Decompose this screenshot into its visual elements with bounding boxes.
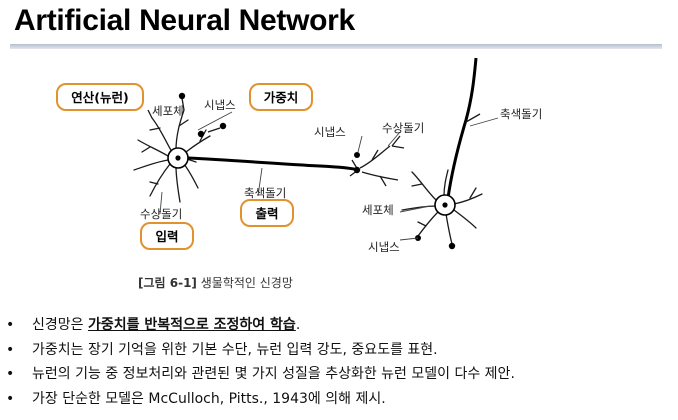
box-compute-label: 연산(뉴런) bbox=[71, 90, 128, 105]
box-output-frame bbox=[240, 199, 294, 227]
label-synapse-right: 시냅스 bbox=[368, 240, 400, 254]
label-dendrite-right: 수상돌기 bbox=[382, 121, 424, 135]
bullet-text: 가중치는 장기 기억을 위한 기본 수단, 뉴런 입력 강도, 중요도를 표현. bbox=[32, 341, 438, 358]
bullet-text: 뉴런의 기능 중 정보처리와 관련된 몇 가지 성질을 추상화한 뉴런 모델이 … bbox=[32, 366, 515, 382]
figure-caption: [그림 6-1] 생물학적인 신경망 bbox=[138, 274, 293, 291]
axon-right bbox=[446, 57, 478, 199]
bullet-item: 신경망은 가중치를 반복적으로 조정하여 학습. bbox=[6, 313, 515, 338]
right-dendrites bbox=[401, 169, 483, 245]
title-underline bbox=[10, 44, 662, 49]
right-synapse-terminal bbox=[448, 242, 456, 250]
bullet-list: 신경망은 가중치를 반복적으로 조정하여 학습. 가중치는 장기 기억을 위한 … bbox=[6, 313, 515, 411]
left-dendrites bbox=[133, 109, 211, 203]
label-synapse-mid: 시냅스 bbox=[314, 125, 346, 139]
label-axon-right: 축색돌기 bbox=[500, 107, 542, 121]
label-cell-body-right: 세포체 bbox=[362, 203, 394, 217]
box-input-frame bbox=[140, 222, 194, 250]
box-compute-frame bbox=[56, 83, 144, 111]
middle-dendrites bbox=[349, 135, 405, 187]
page-title: Artificial Neural Network bbox=[14, 4, 355, 37]
right-nucleus bbox=[442, 202, 448, 208]
figure-caption-text: 생물학적인 신경망 bbox=[196, 276, 293, 290]
bullet-text-end: . bbox=[295, 317, 301, 333]
box-weight-frame bbox=[249, 83, 313, 111]
left-synapse-terminals bbox=[147, 92, 227, 138]
box-input-label: 입력 bbox=[155, 229, 178, 244]
middle-synapse-terminal bbox=[354, 152, 360, 158]
label-dendrite-left: 수상돌기 bbox=[140, 207, 182, 221]
neuron-diagram: 연산(뉴런) 가중치 출력 입력 세포체 시냅스 수상돌기 축색돌기 시냅스 수… bbox=[56, 57, 542, 254]
bullet-text: 신경망은 bbox=[32, 317, 88, 333]
box-weight-label: 가중치 bbox=[264, 90, 299, 105]
leader-lines bbox=[159, 111, 499, 241]
label-cell-body-left: 세포체 bbox=[152, 104, 184, 118]
axon-branch bbox=[465, 113, 481, 123]
left-nucleus bbox=[175, 155, 181, 161]
label-synapse-left: 시냅스 bbox=[204, 98, 236, 112]
middle-synapse-terminal-2 bbox=[353, 166, 361, 174]
label-axon-mid: 축색돌기 bbox=[244, 186, 286, 200]
bullet-highlight: 가중치를 반복적으로 조정하여 학습 bbox=[87, 317, 296, 333]
bullet-item: 가중치는 장기 기억을 위한 기본 수단, 뉴런 입력 강도, 중요도를 표현. bbox=[6, 338, 515, 363]
callout-boxes bbox=[56, 83, 313, 250]
bullet-item: 뉴런의 기능 중 정보처리와 관련된 몇 가지 성질을 추상화한 뉴런 모델이 … bbox=[6, 362, 515, 387]
bullet-text: 가장 단순한 모델은 McCulloch, Pitts., 1943에 의해 제… bbox=[32, 390, 386, 407]
axon-middle bbox=[187, 156, 359, 172]
box-output-label: 출력 bbox=[255, 206, 278, 221]
figure-number: [그림 6-1] bbox=[138, 276, 197, 290]
bullet-item: 가장 단순한 모델은 McCulloch, Pitts., 1943에 의해 제… bbox=[6, 387, 515, 412]
